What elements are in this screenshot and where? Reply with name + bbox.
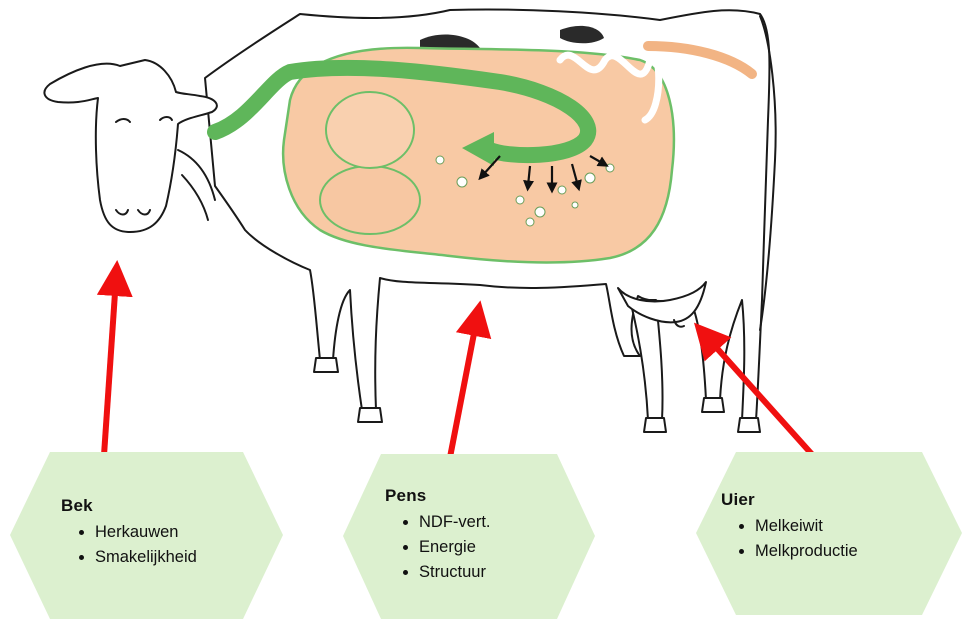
- box-item: NDF-vert.: [419, 510, 585, 535]
- info-box-mouth: Bek Herkauwen Smakelijkheid: [10, 452, 283, 619]
- box-item-list: Melkeiwit Melkproductie: [721, 514, 946, 564]
- box-item-list: Herkauwen Smakelijkheid: [61, 520, 276, 570]
- cow-hooves: [314, 358, 760, 432]
- box-item: Melkproductie: [755, 539, 946, 564]
- arrow-to-mouth: [103, 278, 116, 470]
- cow-head-outline: [44, 60, 216, 232]
- info-box-rumen: Pens NDF-vert. Energie Structuur: [343, 454, 595, 619]
- omasum: [326, 92, 414, 168]
- box-item-list: NDF-vert. Energie Structuur: [385, 510, 585, 585]
- box-item: Melkeiwit: [755, 514, 946, 539]
- cow-neck-folds: [178, 150, 215, 220]
- reticulum: [320, 166, 420, 234]
- box-item: Structuur: [419, 560, 585, 585]
- box-item: Smakelijkheid: [95, 545, 276, 570]
- info-box-udder: Uier Melkeiwit Melkproductie: [696, 452, 962, 615]
- box-title: Pens: [385, 486, 585, 506]
- box-title: Bek: [61, 496, 276, 516]
- box-title: Uier: [721, 490, 946, 510]
- box-item: Energie: [419, 535, 585, 560]
- box-item: Herkauwen: [95, 520, 276, 545]
- arrow-to-udder: [706, 336, 826, 470]
